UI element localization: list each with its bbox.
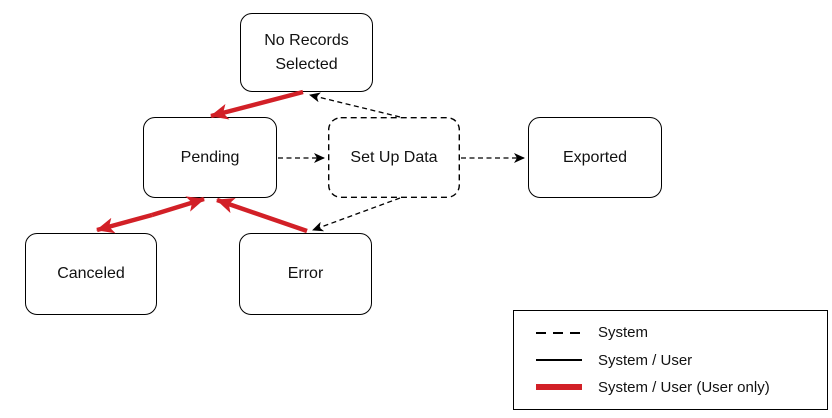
legend-row-system-user: System / User [514, 352, 827, 369]
legend: System System / User System / User (User… [513, 310, 828, 410]
edge-pending-to-canceled [96, 212, 153, 234]
node-label: Pending [180, 148, 240, 166]
edge-set-up-data-to-no-records-selected [309, 92, 401, 118]
solid-line-sample [536, 359, 582, 361]
legend-row-system: System [514, 324, 827, 341]
edge-error-to-pending [216, 197, 308, 234]
edge-no-records-selected-to-pending [210, 89, 304, 120]
legend-label: System [598, 324, 649, 342]
node-label: Canceled [57, 265, 125, 282]
node-label: Error [287, 265, 324, 282]
node-canceled: Canceled [25, 233, 157, 315]
legend-label: System / User [598, 351, 693, 369]
node-set-up-data: Set Up Data [328, 117, 460, 198]
red-line-sample [536, 384, 582, 391]
legend-row-user-only: System / User (User only) [514, 379, 827, 396]
node-label: No Records Selected [264, 31, 349, 73]
node-label: Exported [562, 148, 628, 166]
node-exported: Exported [528, 117, 662, 198]
legend-label: System / User (User only) [598, 378, 770, 396]
node-no-records-selected: No Records Selected [240, 13, 373, 92]
edge-canceled-to-pending [151, 196, 205, 218]
node-label: Set Up Data [350, 148, 438, 166]
node-pending: Pending [143, 117, 277, 198]
dashed-line-sample [536, 331, 582, 334]
edge-set-up-data-to-error [312, 197, 401, 232]
node-error: Error [239, 233, 372, 315]
